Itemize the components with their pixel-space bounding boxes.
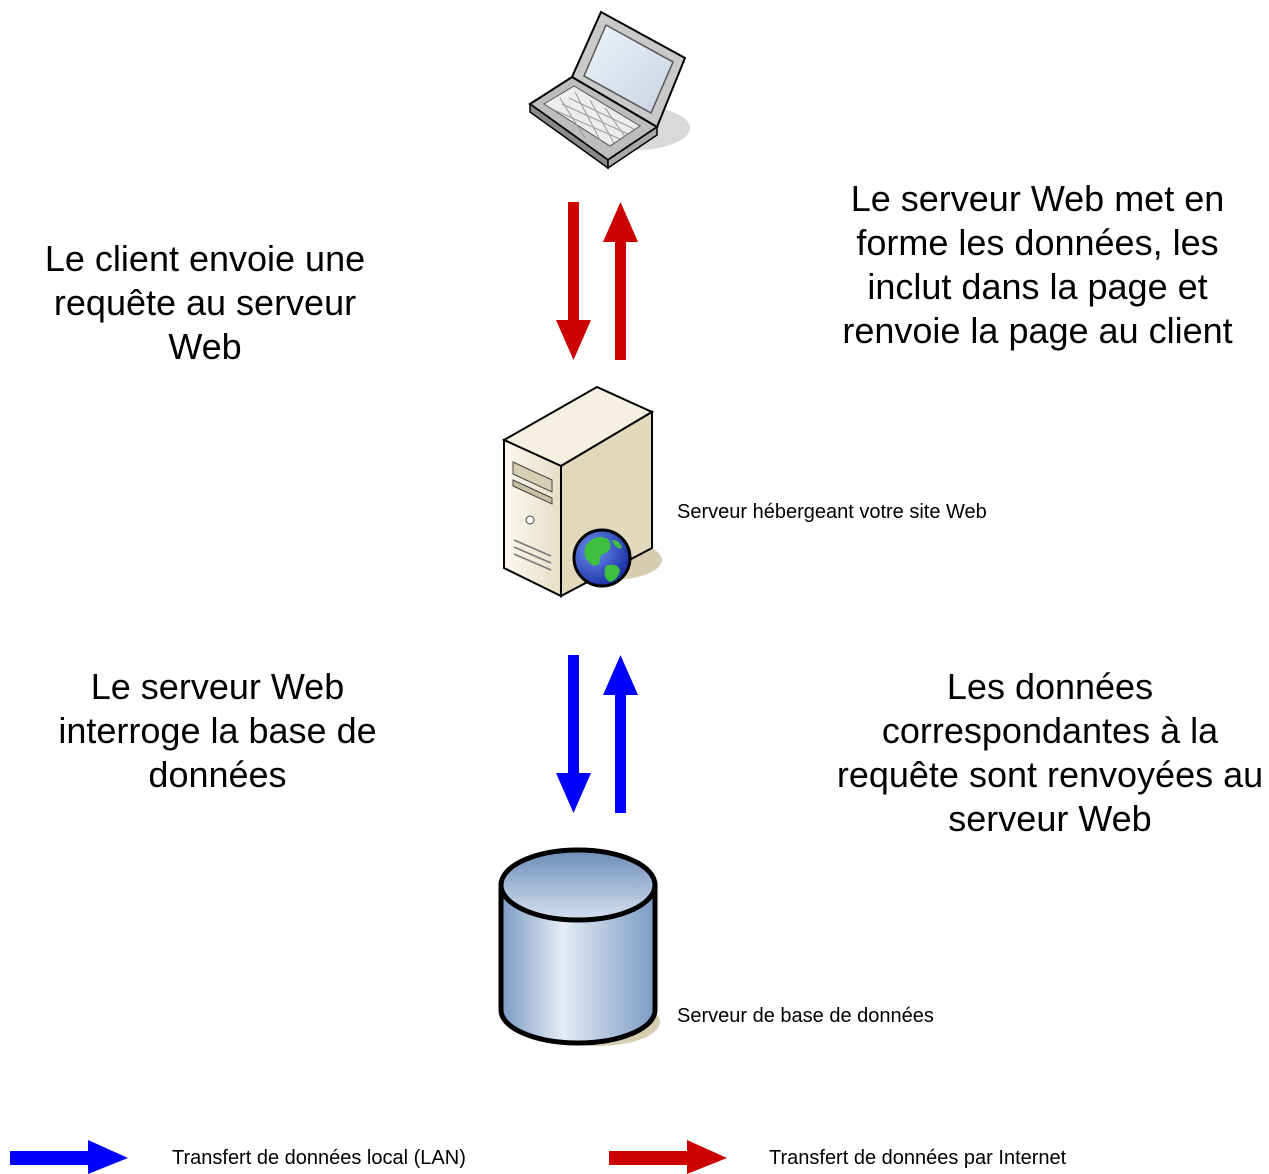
- web-server-label: Serveur hébergeant votre site Web: [677, 501, 987, 523]
- internet-arrow-up: [603, 202, 638, 360]
- legend-internet-arrow: [609, 1140, 727, 1174]
- db-server-label: Serveur de base de données: [677, 1005, 934, 1027]
- legend-lan-label: Transfert de données local (LAN): [172, 1147, 466, 1169]
- lan-arrow-down: [556, 655, 591, 813]
- server-queries-text: Le serveur Web interroge la base de donn…: [58, 666, 377, 795]
- client-request-text: Le client envoie une requête au serveur …: [44, 238, 366, 367]
- server-formats-text: Le serveur Web met en forme les données,…: [842, 178, 1233, 351]
- lan-arrow-up: [603, 655, 638, 813]
- database-icon: [498, 847, 660, 1046]
- internet-arrow-down: [556, 202, 591, 360]
- legend-internet-label: Transfert de données par Internet: [769, 1147, 1067, 1169]
- laptop-icon: [528, 10, 690, 170]
- web-server-icon: [501, 385, 662, 598]
- legend-lan-arrow: [10, 1140, 128, 1174]
- db-returns-text: Les données correspondantes à la requête…: [836, 666, 1264, 839]
